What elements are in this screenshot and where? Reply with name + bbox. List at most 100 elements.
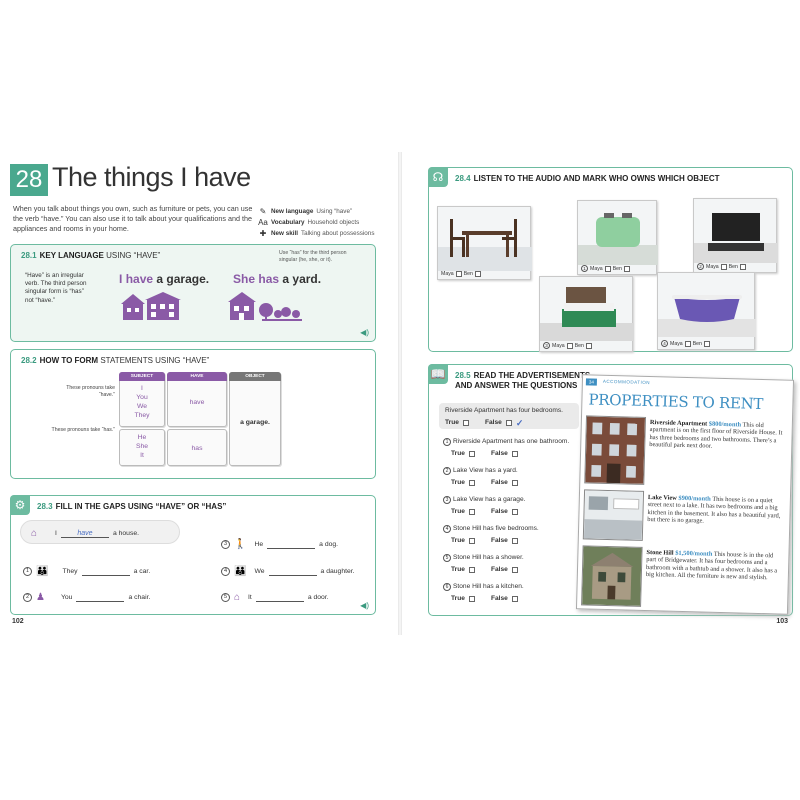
- listing-lake-view: Lake View $900/month This house is on a …: [647, 494, 781, 525]
- new-language-icon: ✎: [259, 207, 267, 216]
- maya-checkbox[interactable]: [720, 263, 727, 270]
- example-question: Riverside Apartment has four bedrooms.: [445, 407, 564, 414]
- verb-has: has: [191, 445, 203, 452]
- maya-checkbox[interactable]: [604, 265, 611, 272]
- column-header: HAVE: [167, 372, 227, 381]
- column-header: SUBJECT: [119, 372, 165, 381]
- family-icon: 👪: [234, 566, 247, 577]
- ad-page-tag: 34: [585, 378, 598, 386]
- false-checkbox[interactable]: [511, 450, 518, 457]
- left-page: 28 The things I have When you talk about…: [0, 152, 398, 635]
- listing-riverside: Riverside Apartment $800/month This old …: [649, 419, 783, 450]
- pronoun-note-have: These pronouns take “have.”: [66, 385, 115, 398]
- ben-checkbox[interactable]: [585, 342, 592, 349]
- ben-checkbox[interactable]: [703, 340, 710, 347]
- pronoun-note-has: These pronouns take “has.”: [51, 427, 115, 433]
- person-chair-icon: ♟: [36, 592, 45, 603]
- ben-checkbox[interactable]: [623, 265, 630, 272]
- listen-icon: ☊: [428, 167, 448, 187]
- false-checkbox[interactable]: [511, 508, 518, 515]
- bathtub-icon: [658, 295, 756, 337]
- false-checkbox[interactable]: [511, 479, 518, 486]
- television-icon: [694, 213, 778, 263]
- audio-icon[interactable]: ◀): [360, 601, 369, 610]
- maya-checkbox[interactable]: [684, 340, 691, 347]
- intro-text: When you talk about things you own, such…: [13, 204, 253, 233]
- true-checkbox[interactable]: [468, 479, 475, 486]
- new-skill-icon: ✚: [259, 229, 267, 238]
- apartment-building-photo: [584, 415, 647, 485]
- example-sentence-1: I have a garage.: [119, 272, 210, 286]
- page-number-left: 102: [12, 618, 24, 625]
- toaster-icon: [578, 213, 658, 265]
- maya-checkbox[interactable]: [566, 342, 573, 349]
- false-checkbox[interactable]: [511, 537, 518, 544]
- book-spread: 28 The things I have When you talk about…: [0, 152, 800, 635]
- rental-advertisement: 34 ACCOMMODATION PROPERTIES TO RENT Rive…: [575, 374, 795, 615]
- true-checkbox[interactable]: [468, 566, 475, 573]
- false-checkbox[interactable]: [511, 566, 518, 573]
- ben-checkbox[interactable]: [739, 263, 746, 270]
- answer-blank[interactable]: [268, 568, 317, 576]
- dining-set-icon: [438, 219, 532, 271]
- section-heading-line2: AND ANSWER THE QUESTIONS: [455, 381, 578, 390]
- book-icon: 📖: [428, 364, 448, 384]
- true-checkbox[interactable]: [462, 419, 469, 426]
- answer-blank[interactable]: [76, 594, 125, 602]
- true-checkbox[interactable]: [468, 508, 475, 515]
- puzzle-verb-has: has: [167, 429, 227, 466]
- example-answer-box: [20, 520, 180, 544]
- verb-have: have: [189, 399, 205, 406]
- true-checkbox[interactable]: [468, 595, 475, 602]
- audio-icon[interactable]: ◀): [360, 328, 369, 337]
- false-checkbox[interactable]: [505, 419, 512, 426]
- key-language-note: “Have” is an irregular verb. The third p…: [25, 272, 87, 304]
- answer-blank[interactable]: [81, 568, 130, 576]
- true-checkbox[interactable]: [468, 537, 475, 544]
- ben-checkbox[interactable]: [474, 271, 481, 277]
- answer-blank[interactable]: [267, 541, 316, 549]
- listing-stone-hill: Stone Hill $1,500/month This house is in…: [645, 549, 778, 582]
- maya-checkbox[interactable]: [455, 271, 462, 277]
- answer-blank[interactable]: [255, 594, 304, 602]
- bed-icon: [540, 287, 634, 341]
- example-row: ⌂ I have a house.: [31, 528, 140, 539]
- false-checkbox[interactable]: [511, 595, 518, 602]
- house-garage-icon: [121, 292, 181, 320]
- true-checkbox[interactable]: [468, 450, 475, 457]
- column-header: OBJECT: [229, 372, 281, 381]
